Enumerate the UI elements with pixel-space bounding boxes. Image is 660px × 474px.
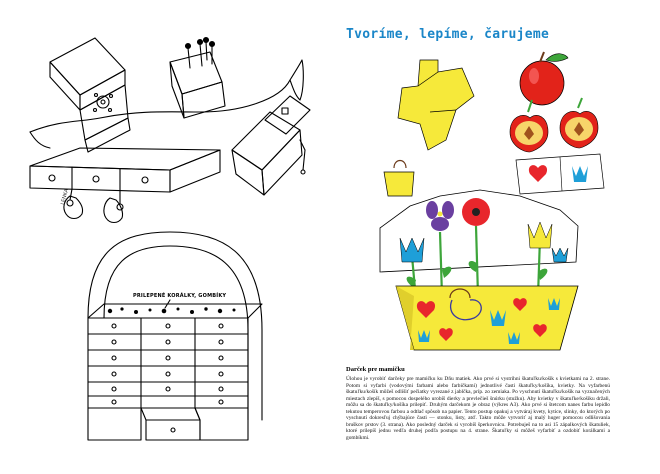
tulip-icon [548, 298, 560, 310]
box-net-cutout [397, 59, 475, 151]
apple-half-right [559, 97, 599, 149]
basket-caption: PRILEPENÉ KORÁLKY, GOMBÍKY [133, 293, 227, 299]
tulip-icon [508, 332, 520, 344]
instructions-article: Darček pre mamičku Úlohou je vyrobiť dar… [346, 366, 610, 441]
tulip-icon [490, 310, 506, 326]
craft-illustrations [379, 51, 605, 351]
pear-left [63, 195, 84, 220]
matchbox-open-left [49, 37, 131, 153]
coloring-illustrations [29, 36, 311, 441]
yellow-tulip [527, 221, 553, 249]
heart-icon [513, 298, 527, 311]
matchbox-with-matches [169, 36, 226, 119]
basket-drawers [87, 317, 249, 441]
apple-icon [519, 51, 569, 106]
basket-handle [87, 231, 263, 421]
ribbon [29, 59, 304, 133]
pear-right [103, 197, 124, 224]
small-gift-bag [383, 159, 415, 197]
heart-icon [416, 301, 436, 318]
tulip-icon [572, 166, 588, 182]
heart-icon [533, 324, 547, 337]
tulip-icon [399, 237, 425, 263]
page-title: Tvoríme, lepíme, čarujeme [346, 27, 550, 42]
basket-beads [107, 307, 236, 314]
stamp-card [515, 153, 605, 195]
yellow-basket [395, 285, 579, 351]
article-heading: Darček pre mamičku [346, 366, 405, 373]
tulip-icon [418, 330, 430, 342]
violet-flower [426, 201, 454, 231]
matchbox-with-string [231, 95, 311, 196]
apple-half-left [509, 99, 549, 153]
tulip-icon [551, 247, 569, 263]
article-body: Úlohou je vyrobiť darčeky pre mamičku ku… [346, 376, 610, 441]
matchbox-row [29, 147, 221, 211]
heart-icon [439, 328, 453, 341]
poppy-flower [462, 198, 490, 226]
heart-icon [528, 165, 548, 182]
